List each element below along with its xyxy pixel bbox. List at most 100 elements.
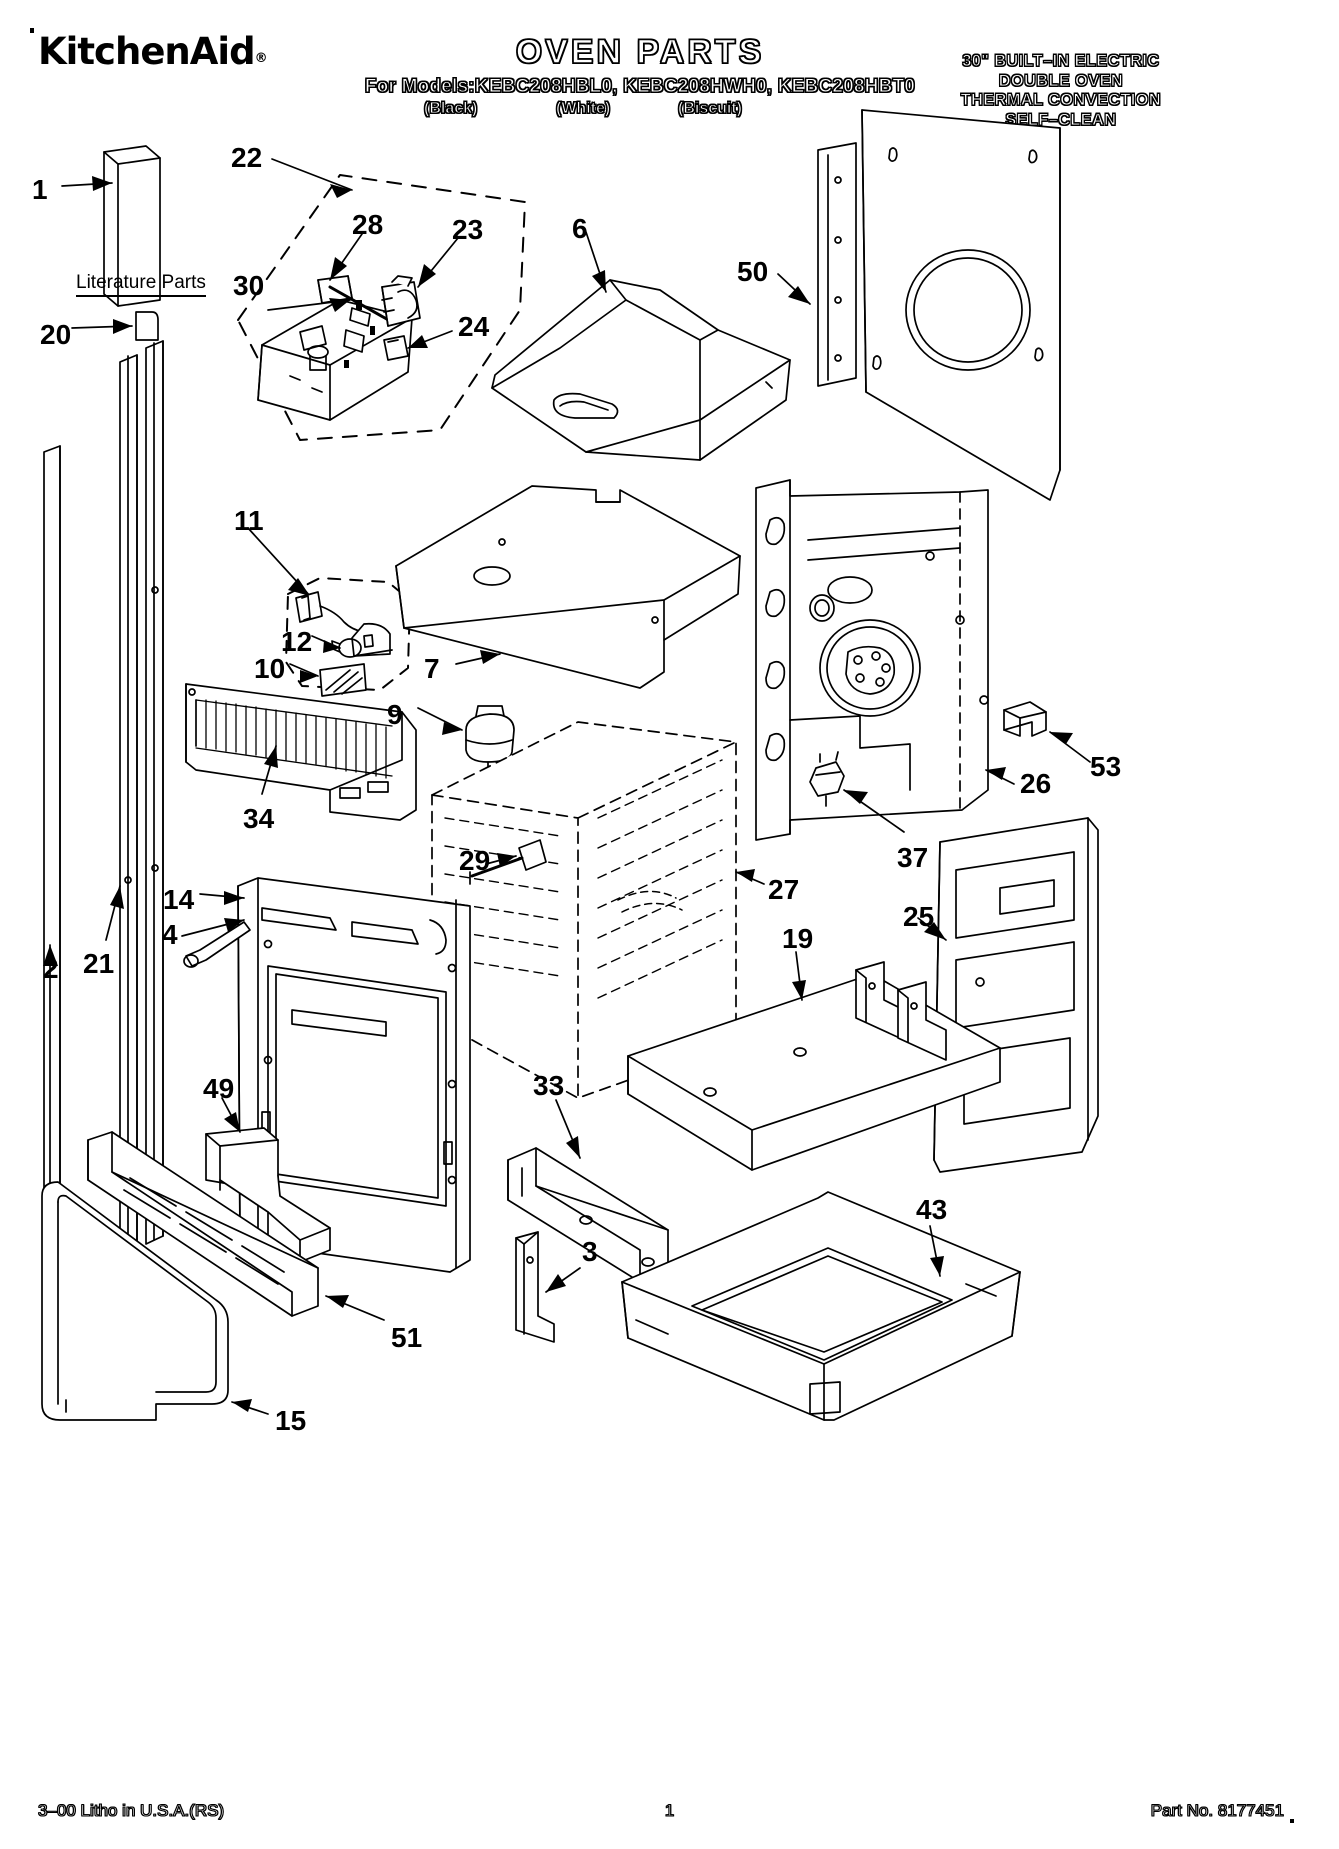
callout-number-51: 51	[391, 1322, 423, 1353]
kitchenaid-logo: KitchenAid®	[38, 30, 368, 80]
callout-number-28: 28	[352, 209, 384, 240]
color-label-biscuit: (Biscuit)	[678, 100, 743, 118]
leader-1	[61, 182, 113, 187]
part-34-vent-trim	[185, 683, 417, 821]
callout-number-49: 49	[203, 1073, 235, 1104]
appliance-specifications: 30" BUILT–IN ELECTRIC DOUBLE OVEN THERMA…	[960, 52, 1161, 130]
spec-line-3: THERMAL CONVECTION	[960, 91, 1161, 110]
callout-number-21: 21	[83, 948, 115, 979]
part-24-relay	[383, 335, 409, 361]
callout-number-4: 4	[162, 919, 178, 950]
part-27-oven-cavity	[431, 721, 737, 1099]
leader-24	[407, 330, 453, 349]
part-49-support-bracket	[205, 1127, 331, 1263]
callout-number-11: 11	[234, 505, 264, 536]
callout-number-23: 23	[452, 214, 484, 245]
callout-number-29: 29	[459, 845, 491, 876]
leader-28	[329, 233, 363, 281]
corner-tick-mark	[30, 28, 34, 33]
callout-number-9: 9	[387, 699, 403, 730]
leader-43	[929, 1225, 941, 1277]
page-title: OVEN PARTS	[515, 32, 765, 71]
callout-number-50: 50	[737, 256, 769, 287]
callout-number-1: 1	[32, 174, 48, 205]
callout-number-20: 20	[40, 319, 72, 350]
leader-12	[311, 635, 341, 649]
part-50-rear-panel	[817, 109, 1061, 501]
leader-3	[545, 1267, 581, 1293]
part-23-transformer	[381, 275, 421, 327]
part-20-end-cap	[135, 311, 159, 341]
spec-line-2: DOUBLE OVEN	[998, 71, 1123, 90]
oven-cavity-bake-element	[617, 890, 683, 913]
callout-number-26: 26	[1020, 768, 1052, 799]
part-4-screw	[183, 921, 251, 968]
part-9-convection-motor	[465, 705, 515, 813]
part-21-side-trim	[119, 340, 164, 1259]
callout-number-12: 12	[281, 626, 313, 657]
part-53-bracket	[1003, 701, 1047, 737]
part-26-side-panel	[755, 479, 989, 841]
leader-6	[585, 231, 607, 293]
part-6-top-panel	[491, 279, 791, 461]
part-25-front-panel	[933, 817, 1099, 1173]
callout-number-14: 14	[163, 884, 195, 915]
leader-14	[199, 893, 245, 899]
leader-51	[325, 1295, 385, 1321]
callout-number-3: 3	[582, 1236, 598, 1267]
leader-22	[271, 158, 353, 191]
callout-number-53: 53	[1090, 751, 1122, 782]
part-14-oven-door-frame	[237, 877, 471, 1273]
spec-line-1: 30" BUILT–IN ELECTRIC	[962, 52, 1160, 71]
part-10-lamp-lens	[319, 663, 367, 697]
part-30-control-panel-chassis	[257, 299, 413, 421]
leader-29	[485, 855, 517, 865]
part-51-door-handle	[87, 1131, 319, 1317]
leader-26	[985, 769, 1015, 785]
callout-number-2: 2	[43, 953, 59, 984]
footer-dot-mark	[1290, 1819, 1294, 1823]
registered-trademark-icon: ®	[254, 51, 268, 66]
part-19-bottom-shelf	[627, 961, 1001, 1171]
part-15-door-gasket	[41, 1181, 229, 1421]
color-label-black: (Black)	[423, 100, 478, 118]
color-label-white: (White)	[555, 100, 611, 118]
leader-11	[247, 527, 311, 597]
callout-number-22: 22	[231, 142, 263, 173]
leader-10	[289, 663, 319, 677]
callout-number-15: 15	[275, 1405, 307, 1436]
literature-parts-label: Literature Parts	[76, 272, 206, 297]
part-43-base-pan	[621, 1191, 1021, 1421]
brand-name: KitchenAid	[38, 30, 256, 73]
part-12-light-bulb	[331, 638, 362, 658]
callout-number-30: 30	[233, 270, 265, 301]
model-numbers: For Models:KEBC208HBL0, KEBC208HWH0, KEB…	[364, 75, 916, 97]
leader-34	[261, 745, 277, 795]
callout-number-37: 37	[897, 842, 929, 873]
leader-15	[231, 1401, 269, 1415]
leader-20	[71, 325, 133, 329]
callout-number-19: 19	[782, 923, 814, 954]
leader-37	[843, 789, 905, 833]
leader-7	[455, 653, 501, 665]
footer-litho-info: 3–00 Litho in U.S.A.(RS)	[38, 1801, 225, 1821]
callout-number-24: 24	[458, 311, 490, 342]
callout-number-43: 43	[916, 1194, 948, 1225]
footer-page-number: 1	[664, 1801, 675, 1821]
callout-number-25: 25	[903, 901, 935, 932]
callout-number-34: 34	[243, 803, 275, 834]
callout-number-10: 10	[254, 653, 286, 684]
callout-number-7: 7	[424, 653, 440, 684]
part-37-thermal-limiter	[809, 751, 845, 807]
leader-4	[181, 919, 245, 937]
callout-number-33: 33	[533, 1070, 565, 1101]
spec-line-4: SELF–CLEAN	[1005, 110, 1117, 129]
leader-30	[267, 299, 351, 311]
leader-21	[105, 885, 121, 941]
leader-33	[555, 1099, 581, 1159]
leader-19	[795, 951, 803, 1001]
leader-53	[1049, 731, 1091, 763]
part-3-mounting-bracket	[515, 1231, 555, 1343]
oven-cavity-rack-guides	[444, 759, 723, 999]
